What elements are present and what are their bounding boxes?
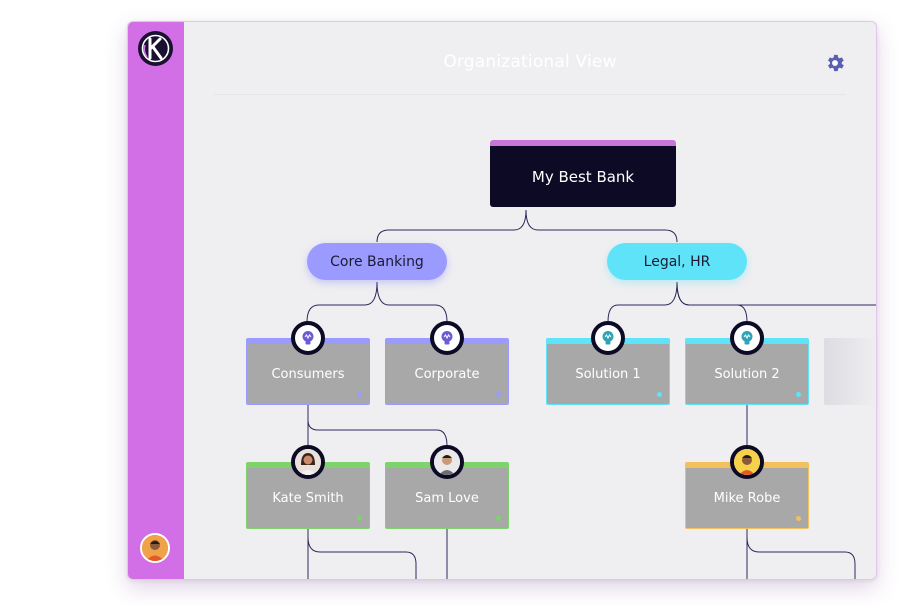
unit-label: Consumers [271,366,345,382]
status-dot [496,516,501,521]
person-label: Mike Robe [713,490,781,506]
group-core-banking[interactable]: Core Banking [307,243,447,280]
group-legal-hr[interactable]: Legal, HR [607,243,747,280]
person-avatar [291,445,325,479]
group-label: Legal, HR [643,253,711,270]
person-avatar [730,445,764,479]
lightbulb-icon [730,321,764,355]
org-root-label: My Best Bank [531,167,635,186]
status-dot [657,392,662,397]
page-title: Organizational View [443,52,617,72]
unit-card-partial[interactable] [824,338,876,405]
status-dot [357,516,362,521]
app-window: Organizational View [127,21,877,580]
unit-label: Solution 1 [575,366,641,382]
sidebar [128,22,184,579]
title-divider [214,94,846,95]
gear-icon[interactable] [824,52,846,74]
unit-label: Solution 2 [714,366,780,382]
main-area: Organizational View [184,22,876,579]
lightbulb-icon [591,321,625,355]
lightbulb-icon [291,321,325,355]
k-logo-icon[interactable] [138,31,173,66]
person-avatar [430,445,464,479]
status-dot [496,392,501,397]
lightbulb-icon [430,321,464,355]
person-label: Sam Love [415,490,479,506]
status-dot [357,392,362,397]
org-connectors [306,209,876,579]
status-dot [796,516,801,521]
user-avatar[interactable] [140,533,170,563]
person-label: Kate Smith [272,490,344,506]
org-root-node[interactable]: My Best Bank [490,140,676,207]
group-label: Core Banking [330,253,424,270]
status-dot [796,392,801,397]
unit-label: Corporate [414,366,480,382]
